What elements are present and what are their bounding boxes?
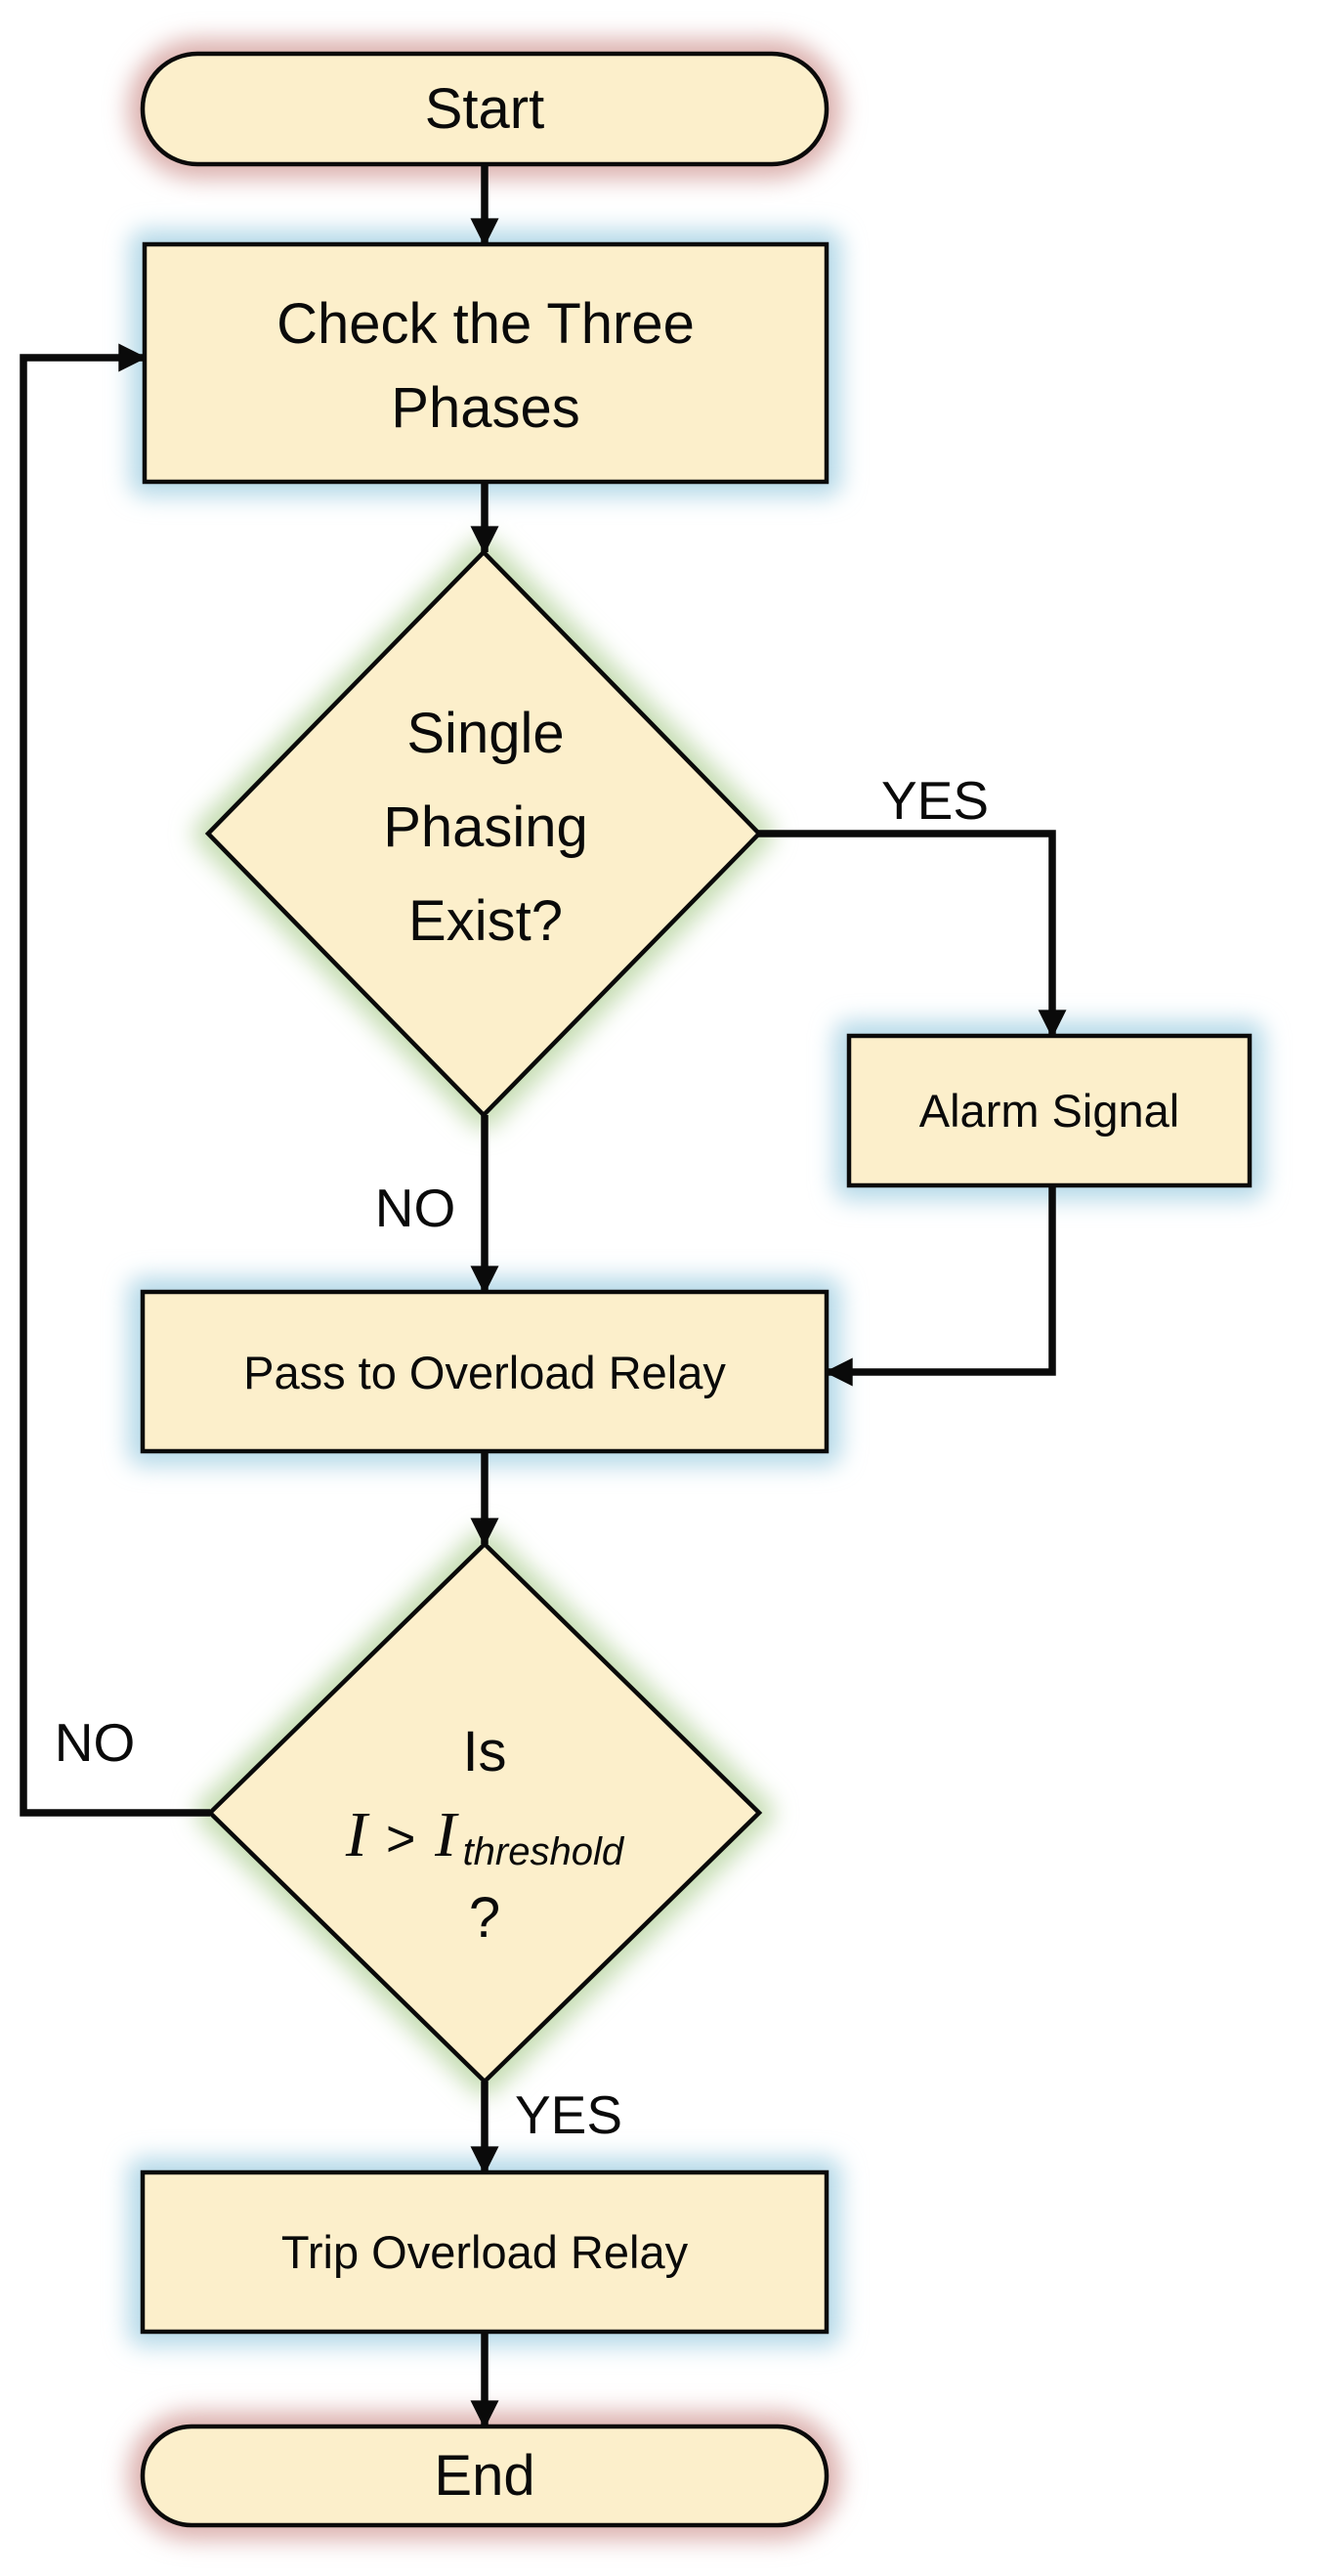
arrow-threshold-no-loop-to-check xyxy=(20,343,210,1817)
start-label: Start xyxy=(425,77,545,141)
threshold-check-label-line3: ? xyxy=(469,1886,500,1950)
pass-overload-box xyxy=(140,1289,829,1454)
end-terminator xyxy=(140,2424,829,2528)
pass-overload-label: Pass to Overload Relay xyxy=(243,1347,726,1398)
end-label: End xyxy=(434,2444,534,2508)
threshold-check-formula: I > I threshold xyxy=(345,1799,625,1873)
node-layer xyxy=(140,51,1253,2528)
connector-layer xyxy=(20,164,1067,2429)
single-phasing-label-line3: Exist? xyxy=(408,889,563,953)
single-phasing-no-label: NO xyxy=(375,1178,456,1238)
check-phases-label-line1: Check the Three xyxy=(276,292,695,356)
threshold-check-decision xyxy=(206,1540,763,2085)
arrow-single-phasing-yes-to-alarm xyxy=(757,830,1067,1039)
start-terminator xyxy=(140,51,829,167)
single-phasing-yes-label: YES xyxy=(881,770,989,831)
threshold-no-label: NO xyxy=(55,1712,136,1773)
greater-than-operator: > xyxy=(385,1811,414,1868)
single-phasing-label-line2: Phasing xyxy=(383,795,588,859)
threshold-symbol: I xyxy=(434,1799,459,1870)
arrow-alarm-to-pass-overload xyxy=(824,1185,1056,1387)
current-symbol: I xyxy=(345,1799,370,1870)
single-phasing-label-line1: Single xyxy=(406,702,564,765)
check-phases-label-line2: Phases xyxy=(391,376,579,440)
trip-overload-label: Trip Overload Relay xyxy=(281,2226,689,2278)
single-phasing-decision xyxy=(204,548,763,1119)
alarm-signal-label: Alarm Signal xyxy=(919,1085,1179,1137)
check-phases-box xyxy=(142,241,829,485)
threshold-check-label-line1: Is xyxy=(462,1720,506,1783)
label-layer: Start Check the Three Phases Single Phas… xyxy=(55,77,1179,2508)
trip-overload-box xyxy=(140,2169,829,2335)
threshold-subscript: threshold xyxy=(463,1830,625,1873)
threshold-yes-label: YES xyxy=(515,2084,622,2145)
alarm-signal-box xyxy=(846,1033,1253,1188)
